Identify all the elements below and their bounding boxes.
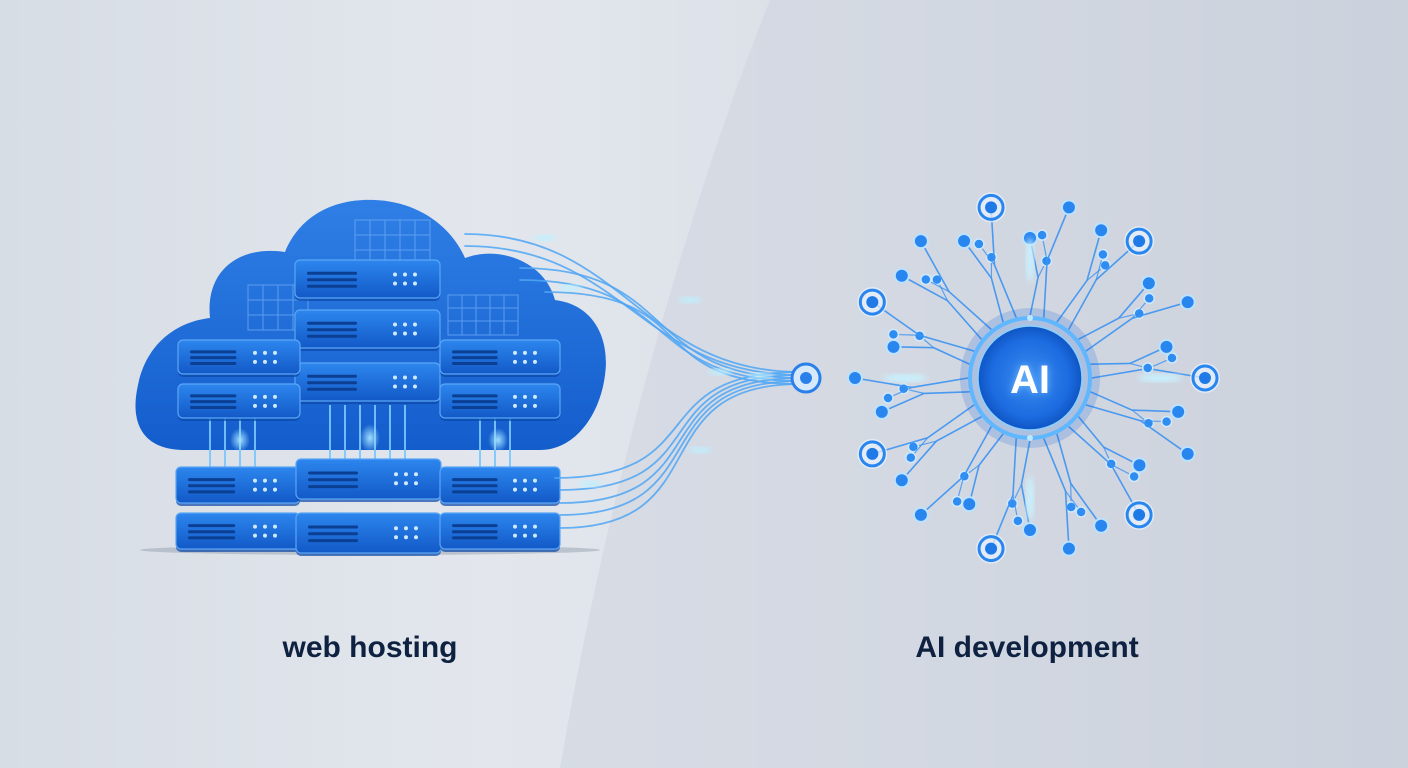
network-node [1036,229,1048,241]
network-node [920,273,932,286]
network-node [1141,362,1154,374]
ai-neural-network-icon [847,192,1220,564]
server-unit [175,512,301,552]
ai-core-chip [960,308,1100,448]
network-node [882,392,894,404]
circuit-trace [1067,240,1140,330]
network-node [1166,352,1178,364]
server-rack [175,259,561,556]
network-node [1179,445,1196,462]
network-node [1012,515,1024,527]
network-node [887,328,900,341]
network-node [1158,338,1175,355]
server-unit [294,362,441,404]
network-node [1093,222,1110,239]
fiber-line [464,233,801,373]
fiber-line [559,383,801,529]
circuit-trace [1085,301,1188,352]
network-node [977,535,1005,563]
network-node [858,440,886,468]
circuit-trace [854,377,969,389]
circuit-trace [968,433,1004,505]
fiber-line [559,380,801,516]
grid-panels [247,219,519,336]
light-glint [688,447,712,453]
server-unit [177,383,301,421]
light-glint [678,297,702,303]
network-node [873,403,890,420]
network-node [1097,248,1109,261]
network-node [961,496,978,513]
network-node [1160,415,1173,428]
network-node [1143,292,1155,305]
fiber-line [464,245,801,376]
network-node [847,370,863,386]
network-node [1125,227,1153,255]
server-cables [209,405,511,470]
network-node [956,233,973,250]
circuit-trace [920,240,992,331]
server-unit [439,512,561,552]
circuit-trace [963,240,1004,323]
fiber-line [559,377,801,504]
web-hosting-caption: web hosting [282,631,458,664]
fiber-line [554,371,801,479]
fiber-line [519,279,801,382]
network-node [1191,364,1219,392]
light-glint [533,235,557,241]
network-node [893,472,910,489]
light-glint [748,373,772,379]
server-unit [439,383,561,421]
circuit-trace [1020,439,1031,531]
network-node [951,495,963,508]
network-node [973,238,985,250]
fiber-connection-lines [464,233,822,529]
circuit-trace [1068,425,1140,516]
network-node [858,288,886,316]
light-glint [558,285,582,291]
server-unit [295,458,442,502]
circuit-trace [901,275,983,340]
network-node [1128,470,1140,483]
core-disc [977,325,1083,431]
server-unit [175,466,301,506]
network-node [885,338,902,355]
network-node [977,193,1005,221]
network-node [1179,294,1196,311]
network-node [1140,275,1157,292]
circuit-trace [920,426,993,516]
circuit-trace [1085,404,1189,455]
network-node [1060,540,1077,557]
network-node [912,506,929,523]
network-node [1170,403,1187,420]
network-node [1093,517,1110,534]
circuit-trace [871,301,975,352]
server-unit [177,339,301,377]
fiber-line [519,267,801,379]
fiber-line [559,374,801,491]
network-node [893,267,910,284]
network-node [905,451,917,464]
fiber-line [544,291,801,385]
light-glint [708,369,732,375]
circuit-trace [990,207,1017,318]
light-glint [578,481,602,487]
server-unit [439,466,561,506]
ai-development-caption: AI development [915,631,1139,664]
network-node [1131,457,1148,474]
server-unit [294,309,441,351]
server-unit [439,339,561,377]
network-node [1060,199,1077,216]
network-node [1022,522,1038,538]
network-node [1125,501,1153,529]
network-node [912,233,929,250]
ai-chip-label: AI [1010,358,1050,402]
server-unit [294,259,441,301]
circuit-trace [881,390,970,413]
circuit-trace [1090,391,1179,413]
network-node [1075,506,1087,518]
server-unit [295,512,442,556]
